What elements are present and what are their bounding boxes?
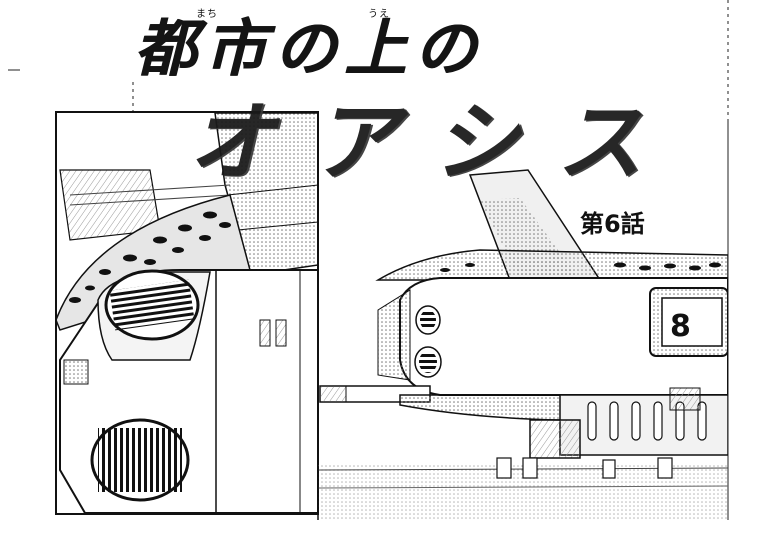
- ruby-ue: うえ: [368, 9, 390, 20]
- left-panel: [55, 111, 319, 515]
- chapter-label: 第6話: [580, 210, 645, 238]
- title-main: 都市の上の: [134, 12, 485, 85]
- title-sub: オアシス: [188, 92, 681, 193]
- ruby-machi: まち: [196, 9, 218, 20]
- right-panel: 8: [317, 169, 728, 520]
- svg-text:8: 8: [670, 309, 691, 344]
